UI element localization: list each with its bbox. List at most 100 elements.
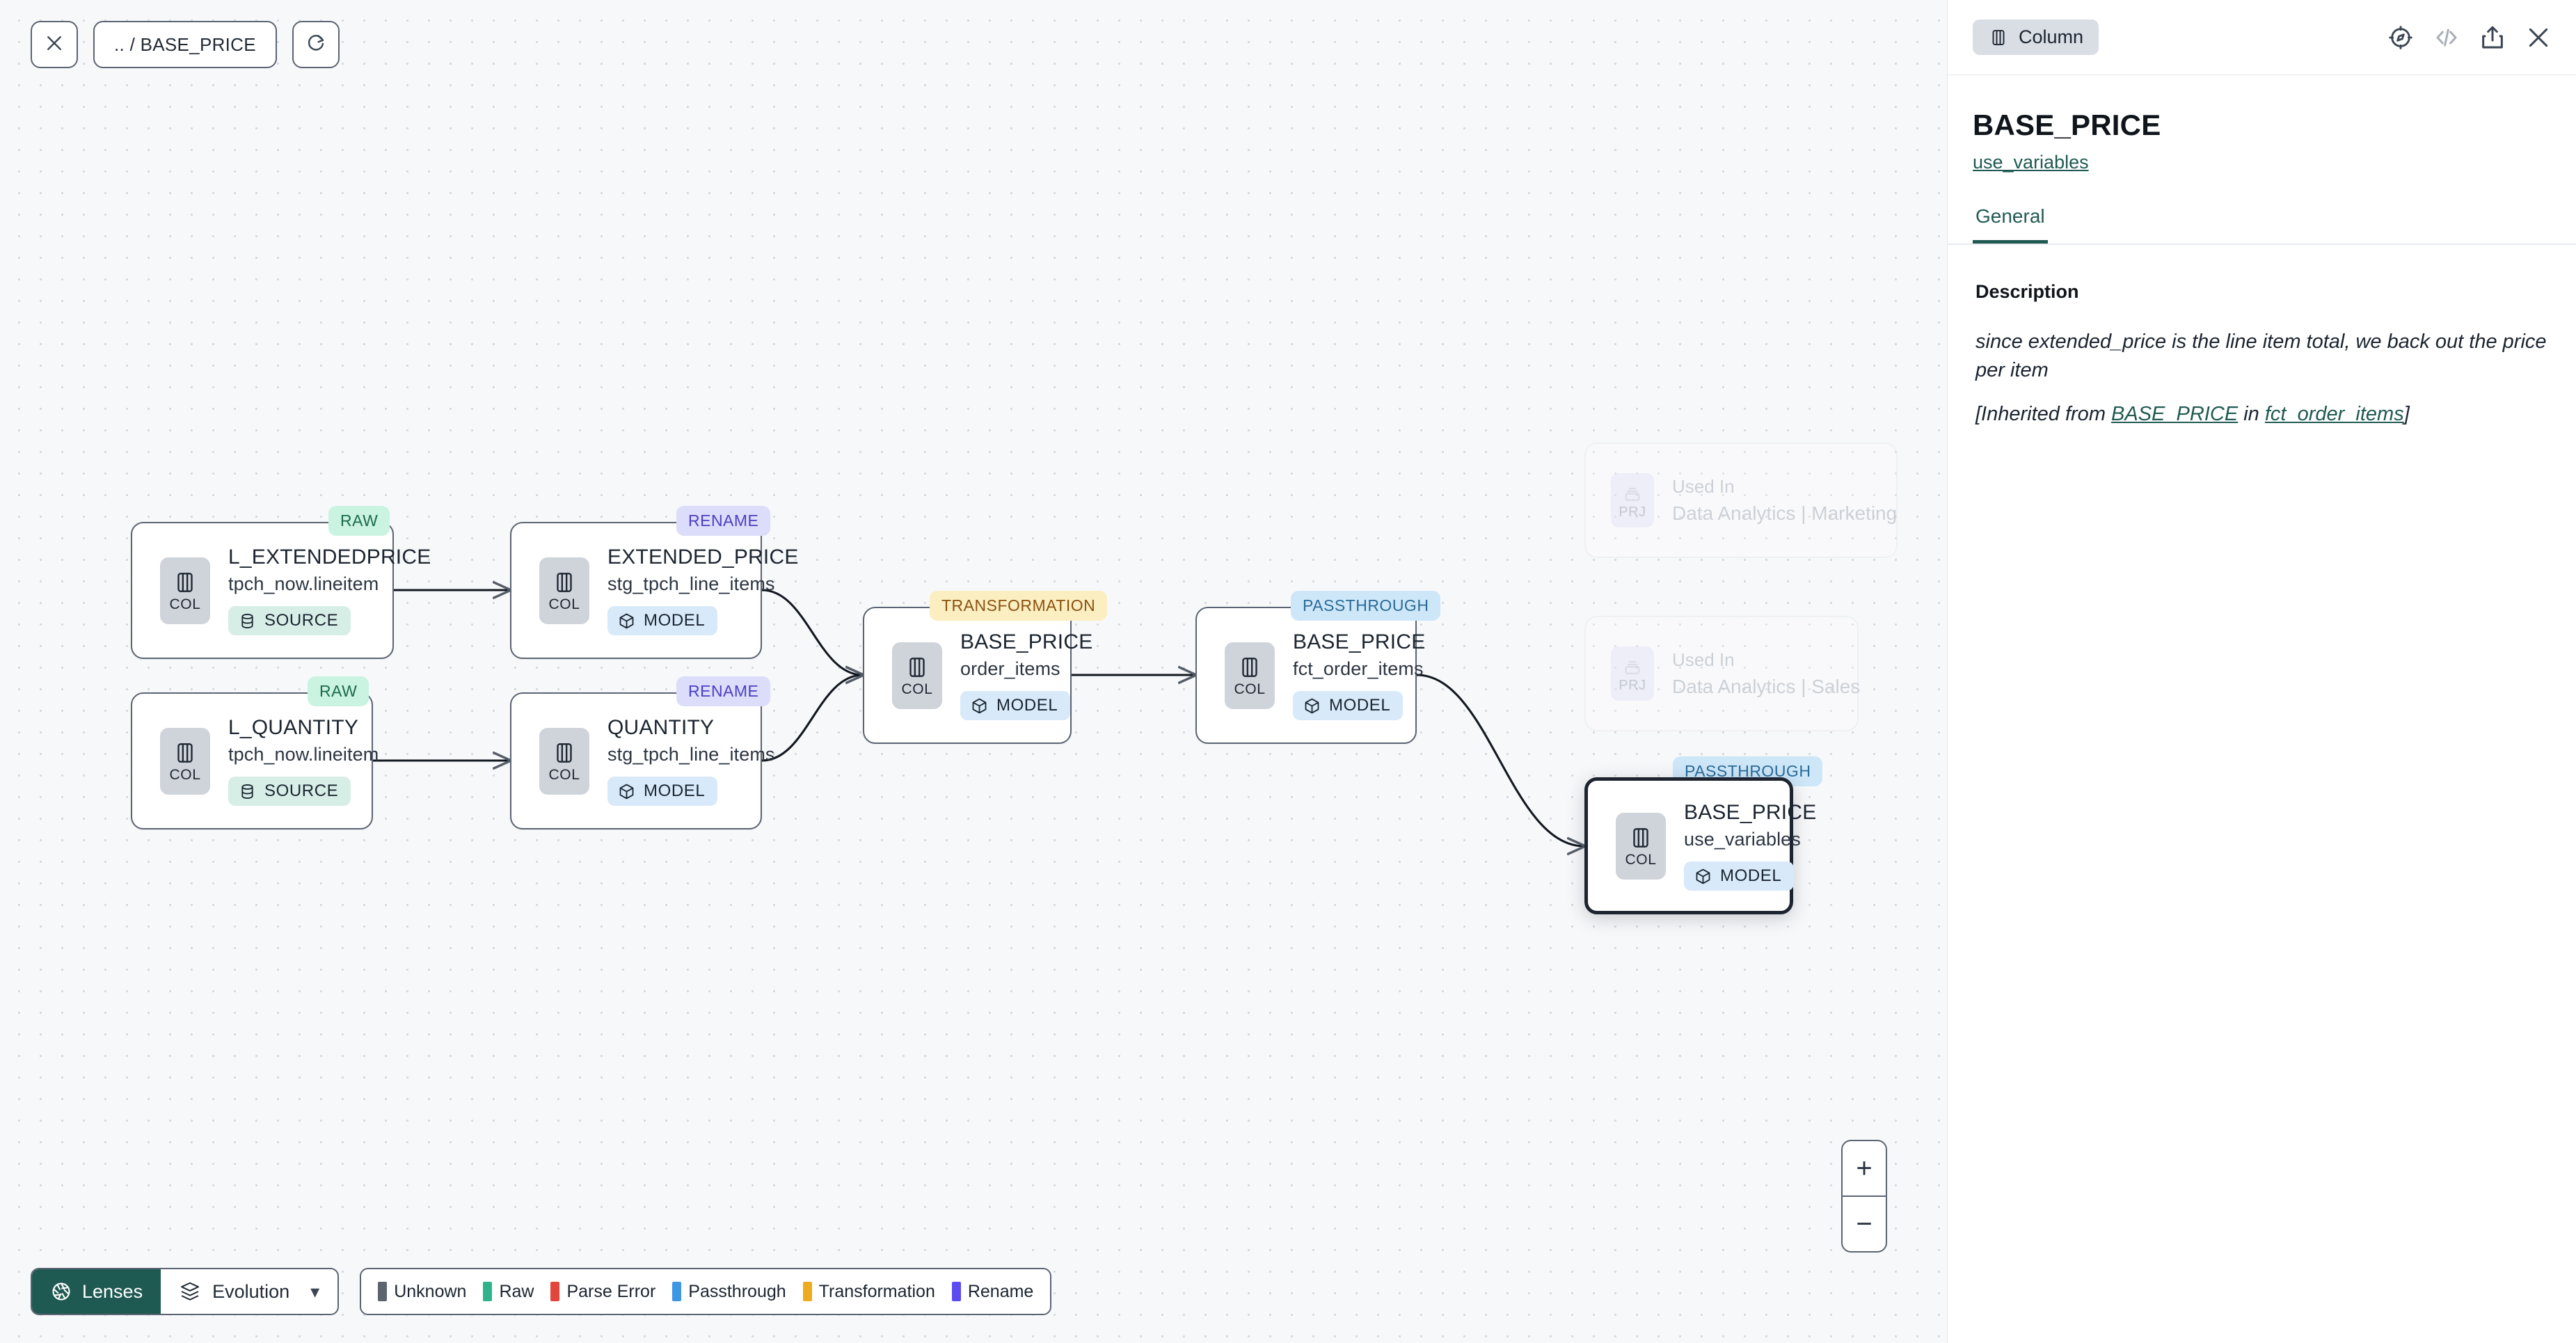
node-body: EXTENDED_PRICE stg_tpch_line_items MODEL <box>607 546 822 635</box>
details-panel: Column <box>1947 0 2576 1343</box>
aperture-icon <box>50 1280 72 1303</box>
project-badge: PRJ <box>1611 646 1654 701</box>
node-type-label: SOURCE <box>264 781 339 800</box>
lineage-legend: Unknown Raw Parse Error Passthrough Tran… <box>360 1268 1052 1315</box>
used-in-label: Used In <box>1672 649 1735 670</box>
node-tag-passthrough: PASSTHROUGH <box>1291 591 1441 621</box>
panel-tabs: General <box>1948 205 2576 245</box>
code-icon[interactable] <box>2433 24 2460 51</box>
lenses-button[interactable]: Lenses <box>32 1269 161 1314</box>
legend-swatch <box>951 1282 961 1301</box>
legend-swatch <box>550 1282 560 1301</box>
node-subtitle: order_items <box>960 658 1060 679</box>
lineage-node[interactable]: COL BASE_PRICE fct_order_items MODEL <box>1195 607 1425 744</box>
node-type-pill: MODEL <box>607 606 718 635</box>
description-inherited: [Inherited from BASE_PRICE in fct_order_… <box>1975 403 2548 426</box>
entity-type-chip: Column <box>1973 19 2099 55</box>
inherited-suffix: ] <box>2403 403 2410 426</box>
node-title: EXTENDED_PRICE <box>607 546 799 569</box>
close-icon[interactable] <box>2525 24 2552 51</box>
node-type-label: MODEL <box>1720 866 1782 885</box>
node-subtitle: stg_tpch_line_items <box>607 573 775 594</box>
column-badge: COL <box>539 727 589 795</box>
close-icon <box>44 33 65 57</box>
column-badge: COL <box>1616 812 1666 880</box>
column-icon <box>904 654 930 681</box>
lenses-group: Lenses Evolution ▾ <box>31 1268 340 1315</box>
column-icon <box>172 569 198 596</box>
legend-item: Parse Error <box>550 1282 655 1302</box>
column-badge: COL <box>160 557 210 624</box>
close-button[interactable] <box>31 21 78 68</box>
column-badge: COL <box>1225 642 1275 709</box>
legend-swatch <box>802 1282 812 1301</box>
used-in-node[interactable]: PRJ Used In Data Analytics | Sales <box>1584 616 1860 731</box>
node-body: BASE_PRICE fct_order_items MODEL <box>1293 630 1449 720</box>
zoom-control: + − <box>1841 1140 1887 1253</box>
lineage-node[interactable]: COL BASE_PRICE order_items MODEL <box>863 607 1092 744</box>
cube-icon <box>970 697 989 715</box>
refresh-button[interactable] <box>292 21 340 68</box>
used-in-body: Used In Data Analytics | Marketing <box>1672 476 1918 525</box>
compass-icon[interactable] <box>2387 24 2415 51</box>
share-icon[interactable] <box>2479 24 2506 51</box>
node-tag-raw: RAW <box>328 506 390 536</box>
refresh-icon <box>305 33 326 57</box>
page-title: BASE_PRICE <box>1973 109 2161 141</box>
lineage-node[interactable]: COL L_EXTENDEDPRICE tpch_now.lineitem SO… <box>131 522 431 659</box>
node-type-label: MODEL <box>1329 696 1391 715</box>
node-subtitle: use_variables <box>1684 829 1801 850</box>
node-body: QUANTITY stg_tpch_line_items MODEL <box>607 716 799 806</box>
node-type-pill: MODEL <box>960 691 1071 720</box>
stack-icon <box>179 1280 201 1303</box>
chevron-down-icon: ▾ <box>310 1280 320 1302</box>
zoom-out-button[interactable]: − <box>1856 1209 1873 1239</box>
lineage-node-selected[interactable]: COL BASE_PRICE use_variables MODEL <box>1584 777 1816 914</box>
project-badge: PRJ <box>1611 473 1654 527</box>
legend-item: Passthrough <box>672 1282 786 1302</box>
lineage-node[interactable]: COL L_QUANTITY tpch_now.lineitem SOURCE <box>131 692 379 829</box>
inherited-column-link[interactable]: BASE_PRICE <box>2111 403 2239 426</box>
description-section: Description since extended_price is the … <box>1948 245 2576 426</box>
cube-icon <box>1694 867 1712 886</box>
node-type-label: SOURCE <box>264 611 339 630</box>
legend-swatch <box>378 1282 388 1301</box>
legend-label: Passthrough <box>688 1281 786 1301</box>
used-in-value: Data Analytics | Sales <box>1672 676 1861 697</box>
node-type-pill: MODEL <box>1684 861 1795 891</box>
inherited-mid: in <box>2238 403 2265 426</box>
node-body: L_QUANTITY tpch_now.lineitem SOURCE <box>228 716 402 806</box>
details-panel-header: Column <box>1948 0 2576 75</box>
legend-swatch <box>483 1282 493 1301</box>
parent-model-link[interactable]: use_variables <box>1973 152 2089 173</box>
node-tag-rename: RENAME <box>676 506 771 536</box>
database-icon <box>238 782 257 801</box>
description-label: Description <box>1975 281 2079 302</box>
node-title: BASE_PRICE <box>1684 801 1817 824</box>
column-icon <box>1988 27 2009 48</box>
node-body: L_EXTENDEDPRICE tpch_now.lineitem SOURCE <box>228 546 454 635</box>
lineage-node[interactable]: COL QUANTITY stg_tpch_line_items MODEL <box>510 692 774 829</box>
breadcrumb[interactable]: .. / BASE_PRICE <box>93 21 277 68</box>
legend-swatch <box>672 1282 682 1301</box>
lineage-node[interactable]: COL EXTENDED_PRICE stg_tpch_line_items M… <box>510 522 798 659</box>
legend-label: Raw <box>499 1281 534 1301</box>
used-in-body: Used In Data Analytics | Sales <box>1672 649 1881 698</box>
legend-label: Rename <box>967 1281 1034 1301</box>
tab-general[interactable]: General <box>1973 205 2048 244</box>
evolution-dropdown[interactable]: Evolution ▾ <box>161 1269 337 1314</box>
evolution-label: Evolution <box>212 1280 290 1302</box>
used-in-node[interactable]: PRJ Used In Data Analytics | Marketing <box>1584 443 1898 558</box>
cube-icon <box>617 782 636 801</box>
project-badge-label: PRJ <box>1619 504 1646 520</box>
zoom-in-button[interactable]: + <box>1856 1153 1873 1184</box>
node-tag-transformation: TRANSFORMATION <box>930 591 1108 621</box>
node-title: L_EXTENDEDPRICE <box>228 546 431 569</box>
inherited-model-link[interactable]: fct_order_items <box>2264 403 2404 426</box>
node-body: BASE_PRICE order_items MODEL <box>960 630 1116 720</box>
legend-label: Unknown <box>394 1281 467 1301</box>
column-badge-label: COL <box>901 681 933 697</box>
lineage-canvas[interactable]: .. / BASE_PRICE <box>0 0 1947 1343</box>
panel-header-actions <box>2387 24 2552 51</box>
node-type-pill: MODEL <box>1293 691 1404 720</box>
